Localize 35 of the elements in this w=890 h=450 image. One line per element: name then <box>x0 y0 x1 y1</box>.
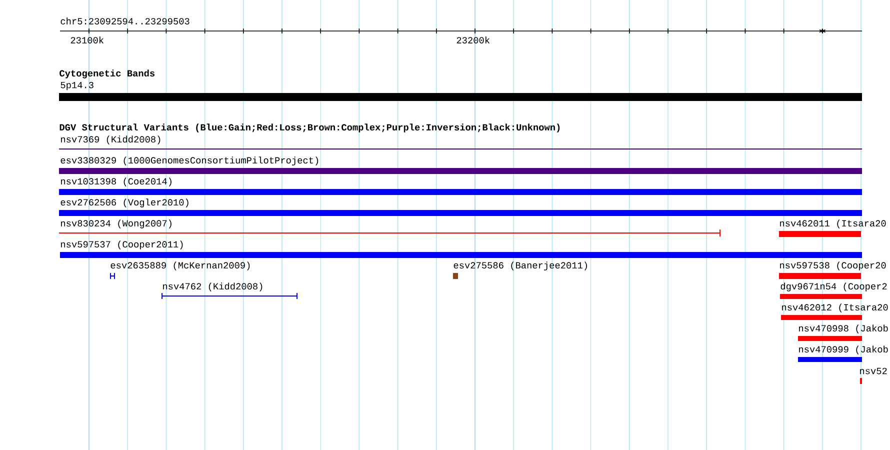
node-label: nsv462012 (Itsara20 <box>782 304 888 312</box>
variant-feature: nsv1031398 (Coe2014) <box>59 178 862 195</box>
variant-feature: nsv597537 (Cooper2011) <box>60 240 862 258</box>
variant-feature: esv275586 (Banerjee2011) <box>453 262 587 279</box>
track-heading: DGV Structural Variants (Blue:Gain;Red:Loss;Brown:Complex;Purple:Inversion;Black:Unknown) <box>60 124 560 132</box>
variant-feature: esv2635889 (McKernan2009) <box>110 262 250 280</box>
node-label: 5p14.3 <box>60 82 94 90</box>
node-label: esv2762506 (Vogler2010) <box>60 198 188 208</box>
variant-feature: nsv4762 (Kidd2008) <box>162 282 298 300</box>
variant-feature: esv2762506 (Vogler2010) <box>59 198 862 216</box>
node-label: nsv470998 (Jakob <box>799 324 888 334</box>
variant-feature: nsv7369 (Kidd2008) <box>58 136 862 150</box>
node-label: esv3380329 (1000GenomesConsortiumPilotProject) <box>60 156 318 166</box>
tick-label: 23200k <box>456 36 490 44</box>
variant-feature: esv3380329 (1000GenomesConsortiumPilotProject) <box>59 156 862 174</box>
variant-feature: nsv597538 (Cooper20 <box>779 262 886 279</box>
node-label: dgv9671n54 (Cooper2 <box>780 282 887 292</box>
node-label: nsv1031398 (Coe2014) <box>61 178 172 186</box>
node-label: nsv462011 (Itsara20 <box>780 220 886 228</box>
node-label: nsv470999 (Jakob <box>799 346 888 354</box>
node-label: nsv52 <box>860 368 887 374</box>
variant-feature: dgv9671n54 (Cooper2 <box>780 282 887 299</box>
variant-feature: nsv470999 (Jakob <box>798 346 888 362</box>
variant-feature: nsv462012 (Itsara20 <box>781 304 888 320</box>
variant-feature: nsv470998 (Jakob <box>798 324 888 341</box>
tick-label: 23100k <box>70 36 104 44</box>
node-label: nsv597537 (Cooper2011) <box>61 240 183 250</box>
node-label: esv275586 (Banerjee2011) <box>454 262 587 270</box>
variant-feature: nsv830234 (Wong2007) <box>58 220 720 237</box>
track-heading: Cytogenetic Bands <box>60 70 154 78</box>
variant-feature: nsv462011 (Itsara20 <box>779 220 886 237</box>
node-label: nsv597538 (Cooper20 <box>780 262 886 270</box>
cytoband-track: 5p14.3 <box>59 82 862 101</box>
variant-feature: nsv52 <box>860 368 887 384</box>
axis-title: chr5:23092594..23299503 <box>60 18 190 24</box>
